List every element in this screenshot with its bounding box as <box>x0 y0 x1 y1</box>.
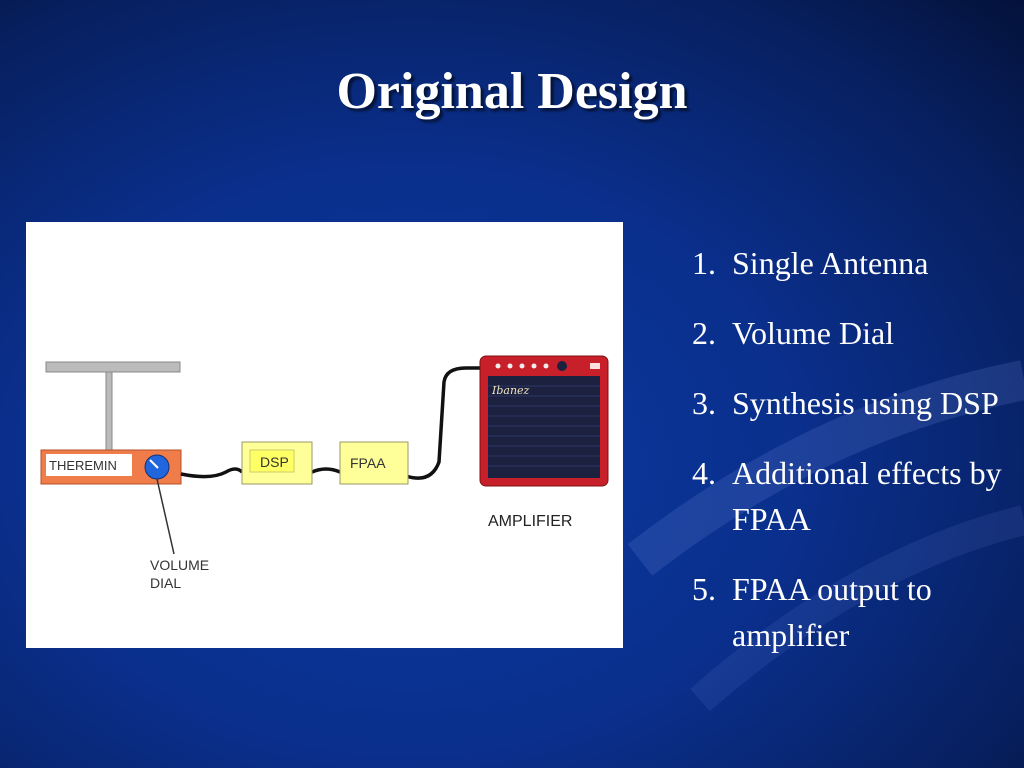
fpaa-label: FPAA <box>350 455 386 471</box>
fpaa-box: FPAA <box>339 441 409 485</box>
amp-logo: Ibanez <box>491 384 530 397</box>
list-number: 4. <box>692 455 716 491</box>
dial-label: DIAL <box>150 575 181 591</box>
list-text: Additional effects by FPAA <box>732 455 1002 537</box>
cable <box>405 366 482 480</box>
list-text: FPAA output to amplifier <box>732 571 932 653</box>
list-text: Synthesis using DSP <box>732 385 999 421</box>
list-number: 5. <box>692 571 716 607</box>
list-item: 3. Synthesis using DSP <box>692 380 1012 426</box>
list-item: 4. Additional effects by FPAA <box>692 450 1012 542</box>
list-number: 2. <box>692 315 716 351</box>
design-diagram: THEREMIN VOLUME DIAL DSP FPAA <box>26 222 623 648</box>
amplifier: Ibanez <box>479 355 609 487</box>
theremin-box: THEREMIN <box>40 449 182 485</box>
list-item: 2. Volume Dial <box>692 310 1012 356</box>
list-number: 3. <box>692 385 716 421</box>
theremin-label: THEREMIN <box>49 458 117 473</box>
antenna <box>45 361 181 451</box>
list-number: 1. <box>692 245 716 281</box>
list-text: Volume Dial <box>732 315 895 351</box>
dsp-box: DSP <box>241 441 313 485</box>
volume-label: VOLUME <box>150 557 209 573</box>
list-item: 5. FPAA output to amplifier <box>692 566 1012 658</box>
amplifier-label: AMPLIFIER <box>488 513 572 530</box>
feature-list: 1. Single Antenna 2. Volume Dial 3. Synt… <box>692 240 1012 682</box>
cable <box>311 467 341 474</box>
list-text: Single Antenna <box>732 245 929 281</box>
list-item: 1. Single Antenna <box>692 240 1012 286</box>
slide-title: Original Design <box>336 63 688 120</box>
dsp-label: DSP <box>260 454 289 470</box>
cable <box>180 467 244 479</box>
